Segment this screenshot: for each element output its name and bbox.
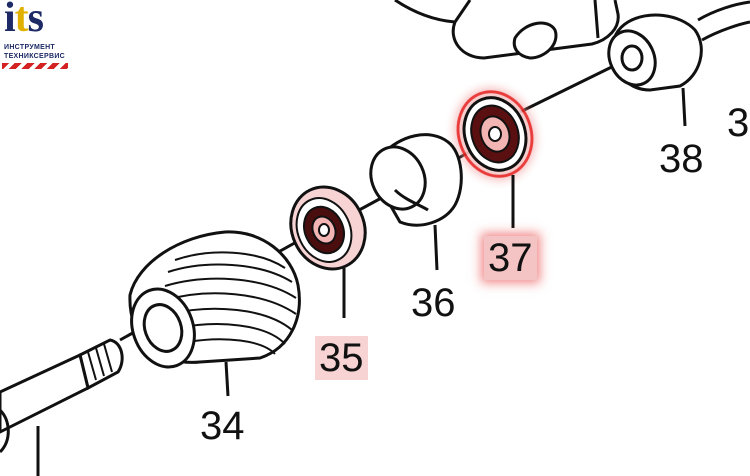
part-37-bearing: [456, 90, 534, 228]
label-part-37: 37: [484, 236, 537, 280]
logo-stripe: [2, 63, 68, 69]
logo-letters: its: [4, 0, 44, 41]
label-part-36: 36: [411, 281, 456, 325]
logo-line-2: ТЕХНИКСЕРВИС: [4, 53, 66, 60]
part-36-sleeve: [369, 133, 463, 271]
label-part-3x-partial: 3: [727, 101, 750, 145]
part-35-bearing: [289, 185, 367, 318]
label-part-34: 34: [200, 404, 245, 448]
brand-logo: its ИНСТРУМЕНТ ТЕХНИКСЕРВИС: [0, 0, 72, 70]
housing-part: [394, 0, 620, 60]
shaft: [0, 338, 124, 476]
label-part-38: 38: [659, 137, 704, 181]
part-34-worm-gear: [128, 230, 301, 397]
label-part-35: 35: [315, 336, 368, 380]
logo-line-1: ИНСТРУМЕНТ: [4, 44, 56, 51]
part-38-bushing: [607, 0, 750, 127]
